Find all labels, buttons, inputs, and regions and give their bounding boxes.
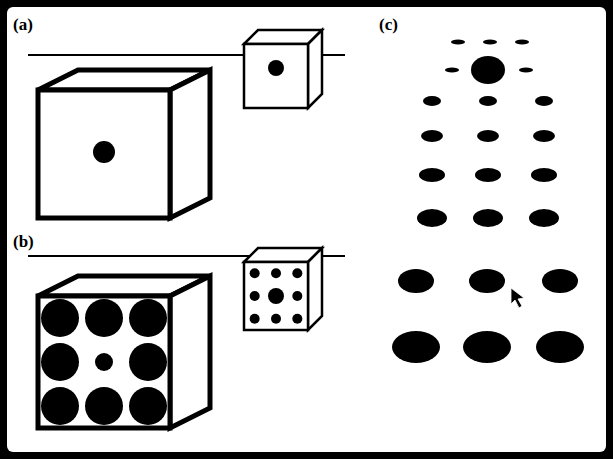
perspective-dot xyxy=(515,40,529,45)
perspective-dot xyxy=(423,96,441,106)
perspective-dot xyxy=(463,331,511,363)
perspective-dot xyxy=(531,168,557,182)
perspective-dot xyxy=(445,68,459,73)
large-cube xyxy=(38,70,210,218)
small-cube xyxy=(244,30,322,108)
perspective-dot xyxy=(536,331,584,363)
large-cube xyxy=(38,276,210,428)
perspective-dot xyxy=(519,68,533,73)
perspective-dot xyxy=(398,269,434,293)
perspective-dot xyxy=(419,168,445,182)
panel-label: (b) xyxy=(12,233,35,252)
perspective-dot xyxy=(483,40,497,45)
perspective-dot xyxy=(473,209,503,227)
perspective-dot xyxy=(421,130,443,142)
mouse-cursor xyxy=(511,288,524,308)
perspective-dot xyxy=(477,130,499,142)
perspective-dot xyxy=(451,40,465,45)
panel-label: (c) xyxy=(378,16,399,35)
white-ground xyxy=(7,7,606,452)
perspective-dot xyxy=(529,209,559,227)
small-cube xyxy=(244,248,322,330)
perspective-dot xyxy=(533,130,555,142)
perspective-dot xyxy=(469,269,505,293)
perspective-dot xyxy=(535,96,553,106)
perspective-dot xyxy=(392,331,440,363)
perspective-dot xyxy=(479,96,497,106)
perspective-dot xyxy=(471,56,505,84)
perspective-dot xyxy=(542,269,578,293)
perspective-dot xyxy=(475,168,501,182)
panel-label: (a) xyxy=(12,16,34,35)
perspective-dot xyxy=(417,209,447,227)
